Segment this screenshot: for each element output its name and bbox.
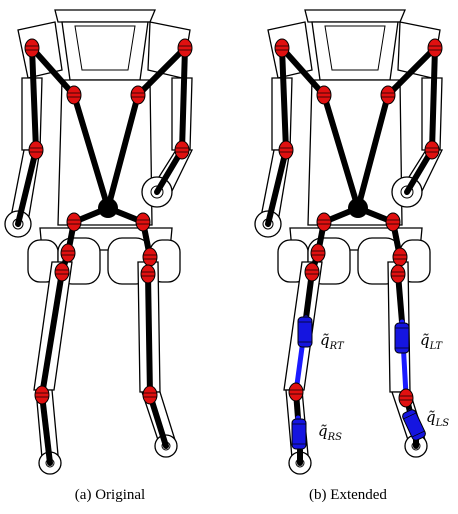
- prismatic-joint-rs: [292, 419, 306, 449]
- base-joint-a: [98, 198, 118, 218]
- label-q-rs: q̃RS: [318, 422, 342, 443]
- caption-extended: (b) Extended: [248, 487, 448, 504]
- label-q-rt: q̃RT: [320, 331, 345, 352]
- prismatic-joint-lt: [395, 323, 409, 353]
- label-q-ls: q̃LS: [426, 408, 449, 429]
- label-q-lt: q̃LT: [420, 331, 443, 352]
- caption-original: (a) Original: [10, 487, 210, 504]
- panel-original: [5, 10, 192, 474]
- prismatic-joint-rt: [298, 317, 312, 347]
- panel-extended: q̃RT q̃LT q̃RS q̃LS: [255, 10, 449, 474]
- base-joint-b: [348, 198, 368, 218]
